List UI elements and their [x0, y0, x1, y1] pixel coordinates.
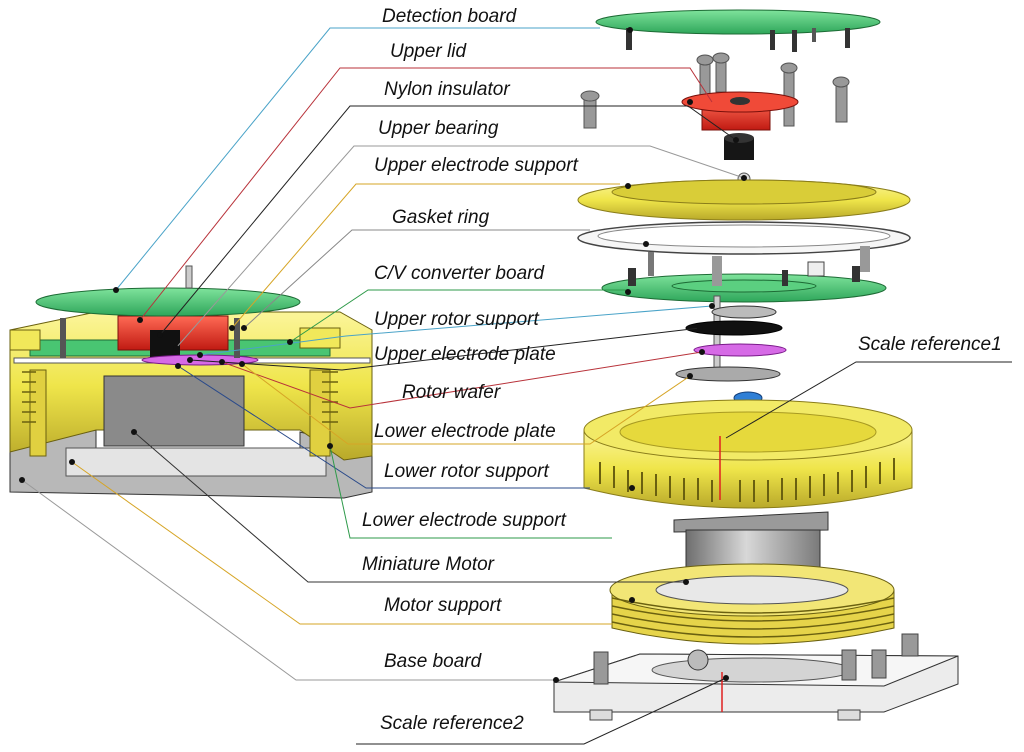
gasket-ring-part	[577, 221, 911, 255]
upper-electrode-plate-part	[685, 320, 783, 336]
leader-lines	[21, 27, 1012, 745]
label-scale-reference1: Scale reference1	[858, 334, 1002, 355]
label-motor-support: Motor support	[384, 595, 502, 616]
motor-support-part	[609, 563, 895, 645]
label-base-board: Base board	[384, 651, 482, 672]
leader-dots	[19, 27, 747, 683]
label-upper-electrode-plate: Upper electrode plate	[374, 344, 556, 365]
screws-upper	[580, 52, 850, 129]
cutaway-assembly	[9, 265, 373, 499]
lower-electrode-plate-part	[675, 366, 781, 382]
upper-electrode-support-part	[577, 179, 911, 221]
label-upper-lid: Upper lid	[390, 41, 467, 62]
nylon-insulator-part	[724, 133, 754, 160]
detection-board-part	[595, 9, 881, 52]
label-scale-reference2: Scale reference2	[380, 713, 524, 734]
lower-electrode-support-part	[583, 399, 913, 509]
label-lower-electrode-plate: Lower electrode plate	[374, 421, 556, 442]
label-lower-electrode-support: Lower electrode support	[362, 510, 566, 531]
cv-converter-board-part	[601, 246, 887, 303]
label-detection-board: Detection board	[382, 6, 517, 27]
label-cv-converter-board: C/V converter board	[374, 263, 545, 284]
label-gasket-ring: Gasket ring	[392, 207, 490, 228]
upper-lid-part	[681, 91, 799, 131]
label-rotor-wafer: Rotor wafer	[402, 382, 501, 403]
label-lower-rotor-support: Lower rotor support	[384, 461, 549, 482]
label-upper-bearing: Upper bearing	[378, 118, 499, 139]
base-board-part	[553, 633, 959, 721]
upper-rotor-support-part	[711, 305, 777, 319]
label-upper-rotor-support: Upper rotor support	[374, 309, 539, 330]
label-upper-electrode-support: Upper electrode support	[374, 155, 578, 176]
rotor-wafer-part	[693, 343, 787, 357]
label-miniature-motor: Miniature Motor	[362, 554, 494, 575]
label-nylon-insulator: Nylon insulator	[384, 79, 510, 100]
